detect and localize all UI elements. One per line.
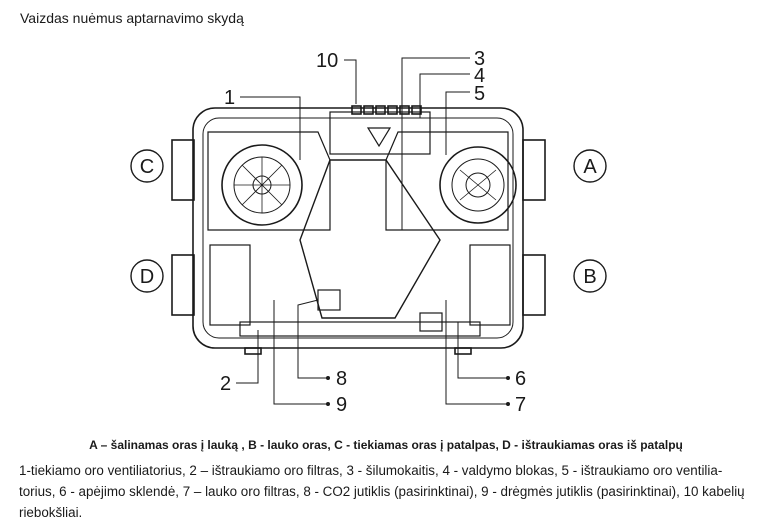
port-d-marker — [130, 259, 164, 293]
port-b-label: B — [583, 266, 596, 288]
warning-icon — [366, 127, 392, 148]
heat-exchanger — [299, 159, 441, 319]
callout-5: 5 — [474, 83, 485, 105]
port-b-marker — [573, 259, 607, 293]
callout-7: 7 — [515, 394, 526, 416]
callout-6: 6 — [515, 368, 526, 390]
exhaust-fan — [439, 146, 517, 224]
extract-filter — [209, 244, 251, 326]
port-c-marker — [130, 149, 164, 183]
bypass-damper — [419, 312, 443, 332]
callout-4: 4 — [474, 65, 485, 87]
outdoor-filter — [469, 244, 511, 326]
callout-3: 3 — [474, 48, 485, 70]
callout-8: 8 — [336, 368, 347, 390]
unit-diagram: C D A B — [130, 48, 607, 416]
port-a-marker — [573, 149, 607, 183]
duct-d — [171, 254, 195, 316]
callout-1: 1 — [224, 87, 235, 109]
callout-9: 9 — [336, 394, 347, 416]
component-legend: 1-tiekiamo oro ventiliatorius, 2 – ištra… — [19, 463, 745, 520]
co2-sensor — [317, 289, 341, 311]
callout-10: 10 — [316, 50, 338, 72]
unit-casing — [192, 107, 524, 349]
port-d-label: D — [140, 266, 154, 288]
port-c-label: C — [140, 156, 154, 178]
supply-fan — [221, 144, 303, 226]
duct-b — [522, 254, 546, 316]
control-block — [329, 111, 431, 155]
callout-2: 2 — [220, 373, 231, 395]
duct-a — [522, 139, 546, 201]
figure-caption: A – šalinamas oras į lauką , B - lauko o… — [89, 438, 683, 452]
duct-c — [171, 139, 195, 201]
cable-gland — [351, 105, 362, 115]
page-heading: Vaizdas nuėmus aptarnavimo skydą — [20, 10, 244, 26]
port-a-label: A — [583, 156, 597, 178]
